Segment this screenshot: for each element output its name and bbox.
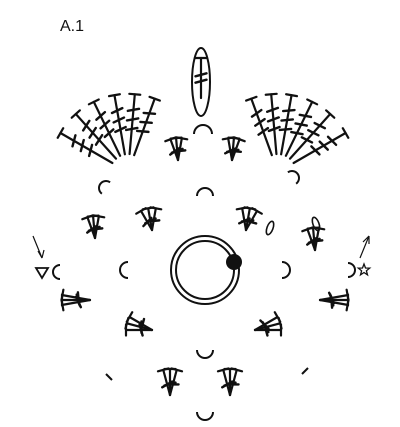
round2-top-left-2 — [172, 136, 189, 162]
top-right-fan-1 — [264, 92, 281, 156]
end-arrow-line — [359, 235, 370, 259]
bottom-center-left-2 — [165, 367, 184, 397]
magic-ring-inner — [175, 240, 235, 300]
top-center-stitch — [194, 56, 208, 100]
bottom-center-right-2 — [225, 367, 244, 397]
chain-arc-inner-right — [281, 261, 291, 279]
round2-top-right-2 — [228, 136, 246, 162]
picot-right-a — [265, 220, 275, 236]
chain-arc-top — [193, 124, 213, 135]
chain-dash-left — [105, 373, 113, 381]
diagram-title: A.1 — [60, 18, 85, 35]
end-arrow-head — [362, 235, 370, 244]
top-left-fan-2 — [87, 98, 122, 157]
chain-arc-left — [98, 180, 111, 195]
chain-dash-right — [301, 367, 309, 375]
top-picot-loop — [191, 47, 211, 117]
lower-left-group-2 — [60, 288, 92, 305]
top-left-fan-1 — [70, 109, 118, 160]
chain-arc-base — [196, 411, 214, 421]
end-star-icon — [356, 262, 372, 277]
top-right-fan-2 — [278, 93, 299, 156]
top-right-fan-5 — [292, 127, 350, 165]
chain-arc-outer-left — [52, 264, 61, 280]
chain-arc-mid — [196, 187, 214, 197]
bottom-right-group-2 — [253, 311, 282, 332]
top-right-fan-0 — [245, 95, 273, 157]
lower-right-group-2 — [318, 295, 350, 312]
top-right-fan-4 — [288, 109, 336, 160]
top-left-fan-0 — [56, 127, 114, 165]
inner-group-left-2 — [89, 214, 106, 240]
chain-arc-inner-left — [119, 261, 129, 279]
inner-group-top-left-2 — [146, 206, 163, 232]
bottom-left-group-2 — [124, 323, 154, 337]
start-dot — [226, 254, 242, 270]
start-triangle-icon — [34, 267, 50, 280]
picot-right-b — [311, 216, 321, 232]
magic-ring-outer — [170, 235, 240, 305]
top-left-fan-3 — [107, 93, 127, 156]
inner-group-top-right-2 — [243, 207, 263, 232]
top-left-fan-5 — [133, 95, 161, 157]
start-arrow-head — [37, 249, 45, 259]
top-left-fan-4 — [124, 92, 142, 156]
top-right-fan-3 — [284, 98, 319, 157]
chain-arc-right — [287, 170, 300, 185]
chain-arc-outer-right — [347, 262, 356, 278]
chain-arc-bottom — [196, 349, 214, 359]
